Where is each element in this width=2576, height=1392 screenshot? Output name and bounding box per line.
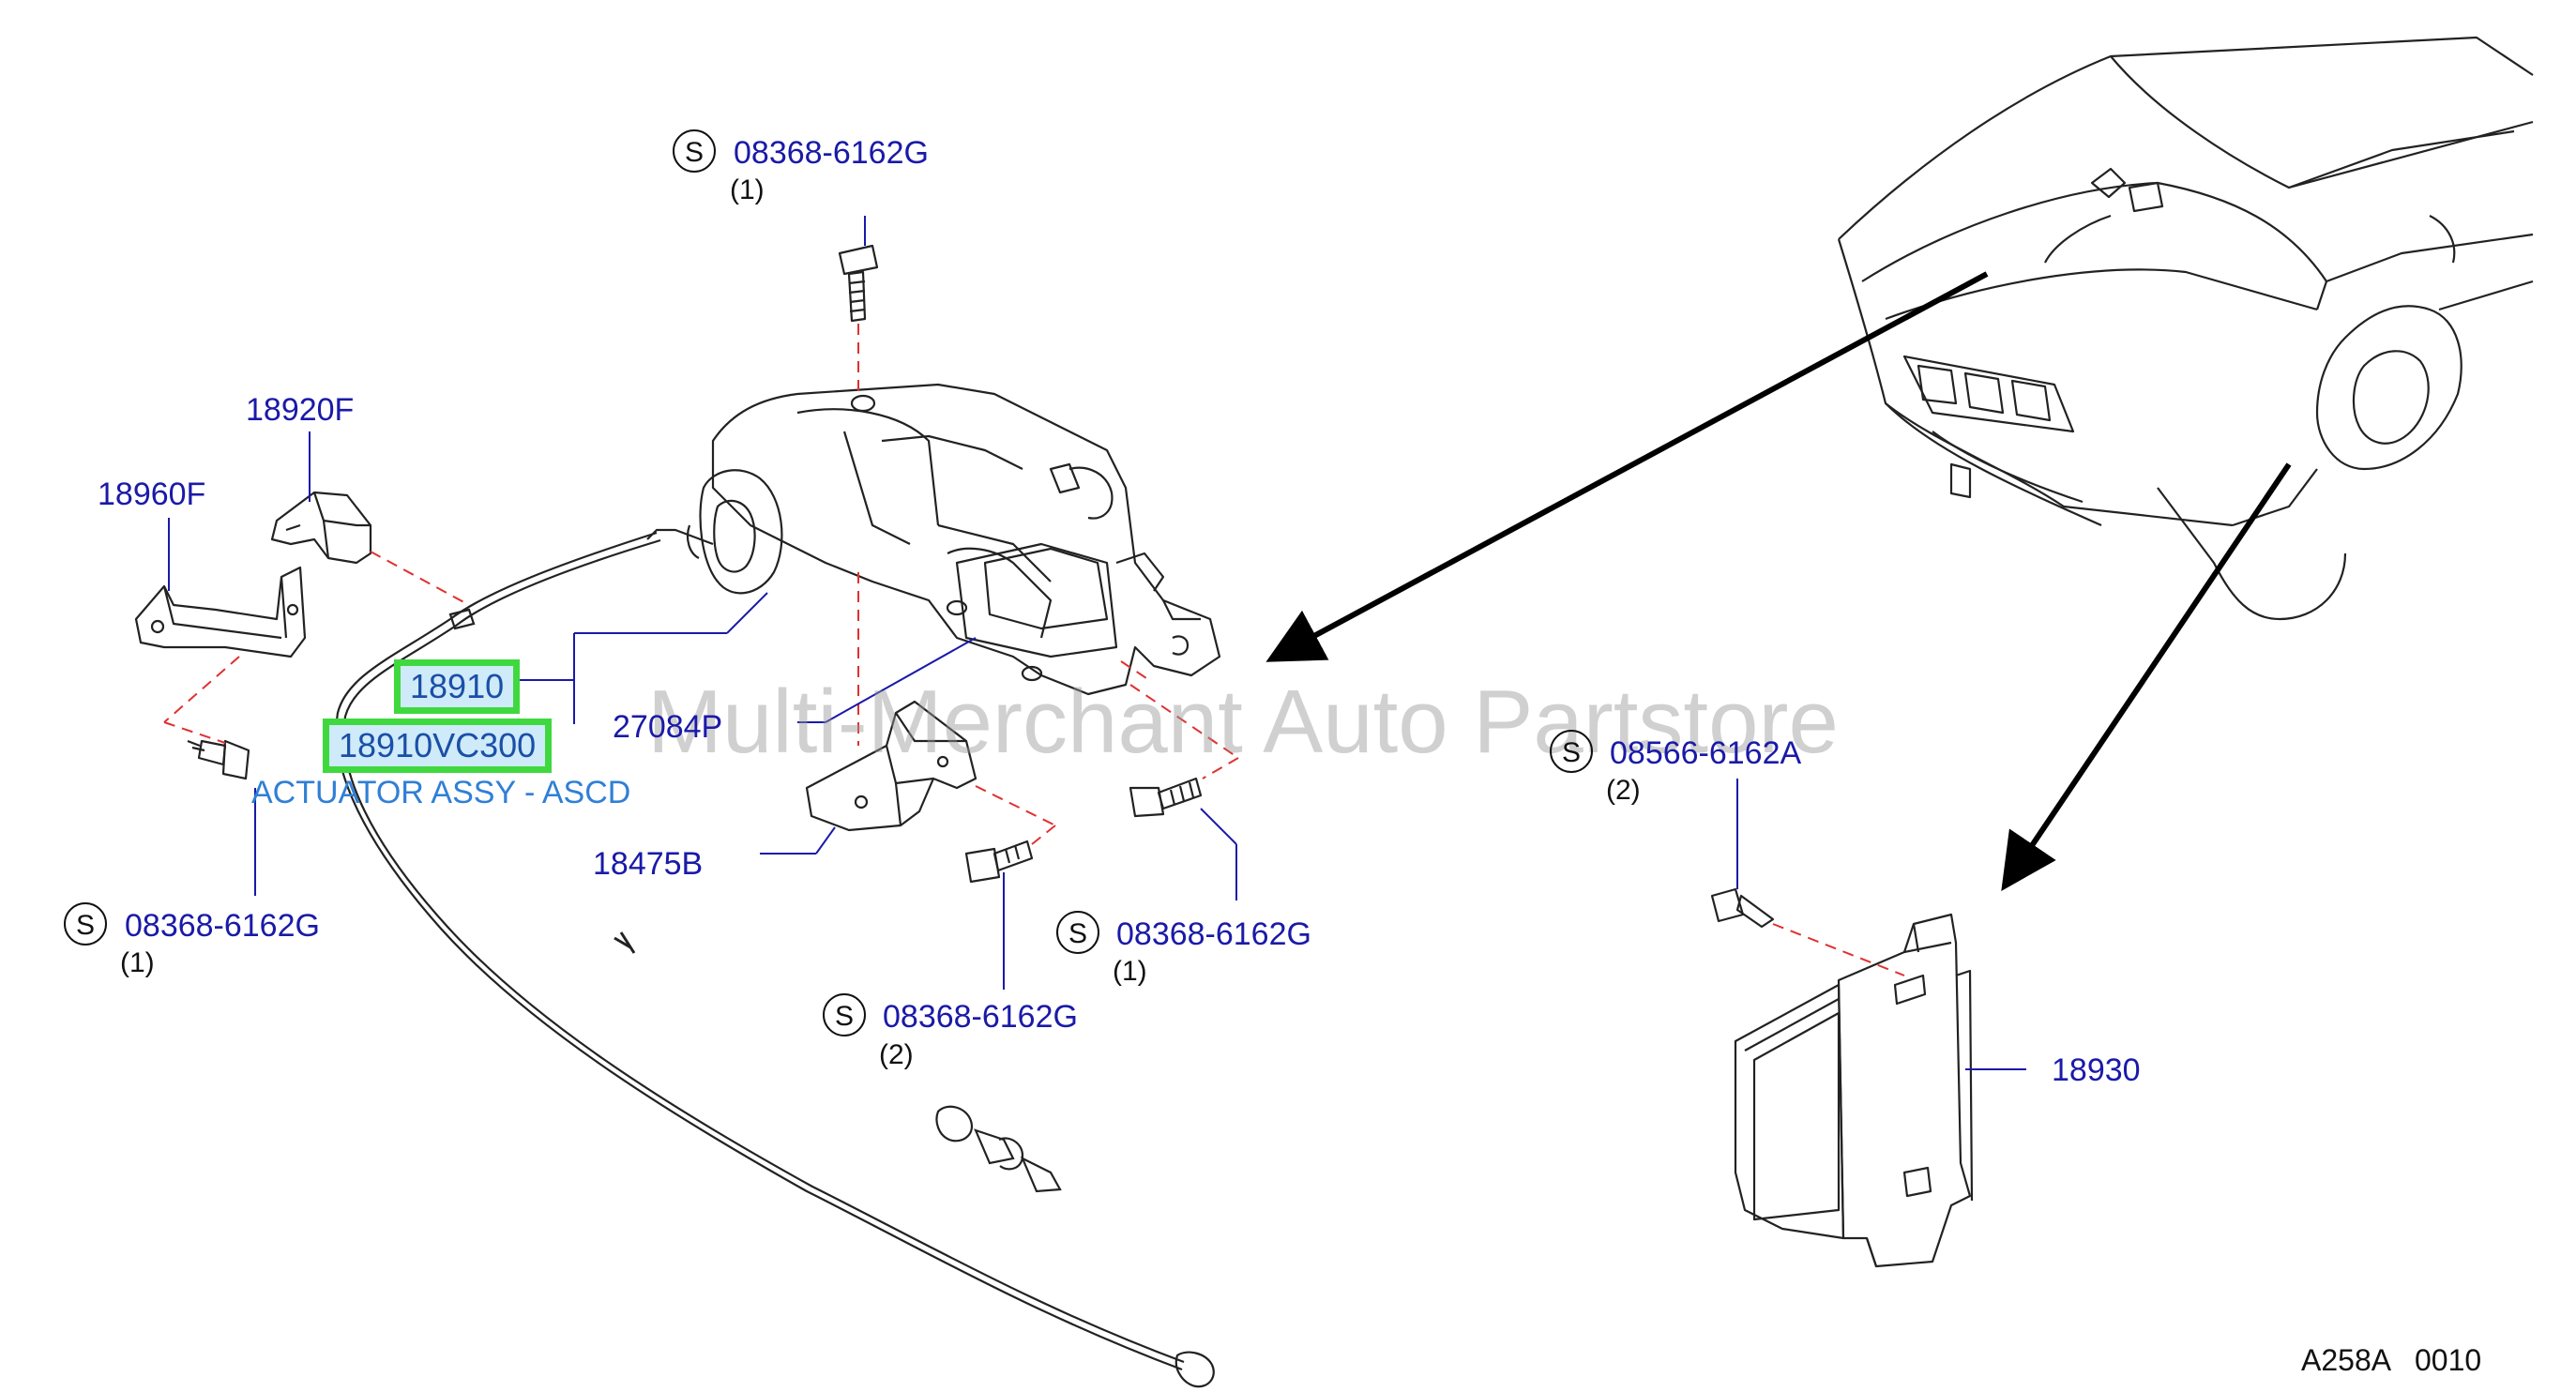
control-unit-18930-illustration (1734, 913, 1974, 1268)
standard-part-symbol: S (1056, 911, 1099, 954)
part-qty-bolt-top: (1) (730, 174, 765, 205)
diagram-reference-code: A258A 0010 (2301, 1343, 2482, 1377)
bracket-18960F-illustration (134, 566, 307, 658)
actuator-cable (335, 531, 1215, 1388)
part-label-27084P[interactable]: 27084P (613, 709, 723, 745)
standard-part-symbol: S (64, 902, 107, 946)
part-label-18475B[interactable]: 18475B (593, 846, 704, 882)
part-label-screw-unit[interactable]: 08566-6162A (1610, 735, 1802, 771)
part-label-18960F[interactable]: 18960F (98, 477, 206, 512)
standard-part-symbol: S (673, 129, 716, 173)
oem-number-18910VC300[interactable]: 18910VC300 (323, 719, 553, 773)
part-label-bolt-top[interactable]: 08368-6162G (734, 135, 929, 171)
arrow-to-control-unit (2001, 462, 2292, 891)
watermark: Multi-Merchant Auto Partstore (647, 672, 1839, 772)
bracket-18475B-illustration (805, 700, 977, 832)
part-label-bolt-bottom[interactable]: 08368-6162G (883, 999, 1078, 1035)
assembly-dashed-lines (163, 324, 1905, 976)
part-description-actuator: ACTUATOR ASSY - ASCD (251, 775, 631, 810)
arrow-to-actuator (1265, 271, 1989, 662)
standard-part-symbol: S (1550, 730, 1593, 773)
part-qty-bolt-left: (1) (120, 947, 155, 978)
part-label-18930[interactable]: 18930 (2052, 1052, 2141, 1088)
vehicle-illustration (1837, 36, 2534, 621)
part-label-18920F[interactable]: 18920F (246, 392, 355, 428)
standard-part-symbol: S (823, 993, 866, 1036)
leader-lines (168, 216, 2026, 1070)
bolt-illustrations (187, 244, 1775, 929)
actuator-illustration (646, 383, 1221, 696)
part-qty-screw-unit: (2) (1606, 775, 1641, 806)
part-label-bolt-left[interactable]: 08368-6162G (125, 908, 320, 944)
part-label-bolt-right[interactable]: 08368-6162G (1116, 916, 1311, 952)
part-qty-bolt-bottom: (2) (879, 1039, 914, 1070)
part-qty-bolt-right: (1) (1113, 956, 1147, 987)
part-label-18910[interactable]: 18910 (394, 659, 521, 714)
bracket-18920F-illustration (270, 491, 372, 565)
